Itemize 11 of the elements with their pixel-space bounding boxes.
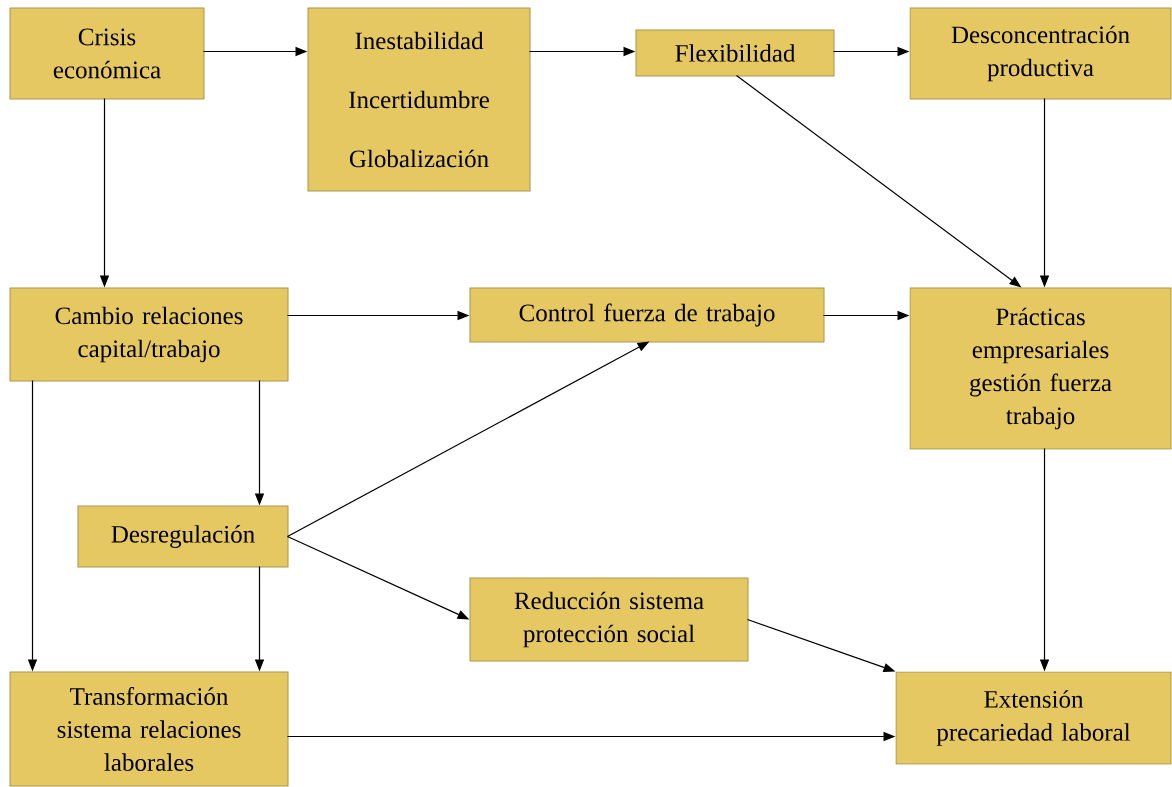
process-box: Cambio relaciones capital/trabajo <box>9 287 289 382</box>
process-box: Flexibilidad <box>635 29 835 77</box>
process-box: Prácticas empresariales gestión fuerza trabajo <box>909 287 1172 450</box>
process-box: Transformación sistema relaciones laborales <box>9 671 289 787</box>
process-box: Crisis económica <box>9 7 205 100</box>
process-box: Inestabilidad Incertidumbre Globalización <box>307 7 531 192</box>
process-box: Reducción sistema protección social <box>469 577 749 662</box>
process-box: Desconcentración productiva <box>909 7 1172 100</box>
process-box: Extensión precariedad laboral <box>895 671 1172 765</box>
process-box: Control fuerza de trabajo <box>469 287 825 343</box>
process-box: Desregulación <box>77 505 289 568</box>
